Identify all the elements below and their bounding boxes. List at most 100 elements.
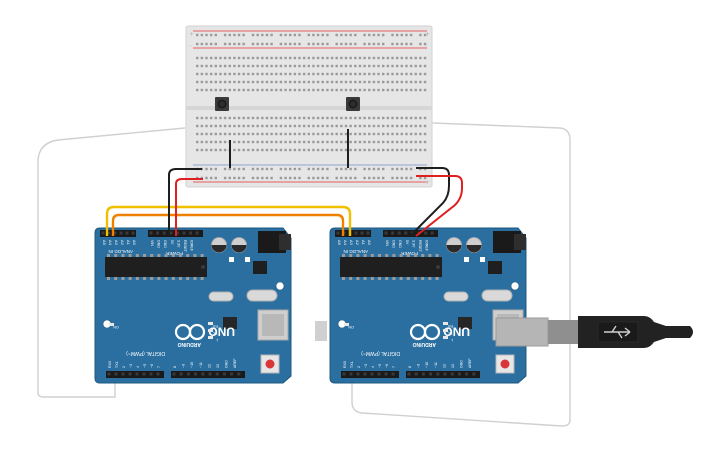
breadboard-hole[interactable] bbox=[335, 88, 338, 92]
rail-hole[interactable] bbox=[409, 176, 413, 180]
breadboard-hole[interactable] bbox=[326, 124, 329, 128]
analog-header[interactable] bbox=[100, 230, 136, 237]
rail-hole[interactable] bbox=[237, 42, 241, 46]
rail-hole[interactable] bbox=[214, 33, 217, 37]
digital-pin[interactable] bbox=[421, 372, 425, 376]
breadboard-hole[interactable] bbox=[196, 140, 199, 144]
breadboard-hole[interactable] bbox=[340, 116, 343, 120]
breadboard-hole[interactable] bbox=[261, 148, 264, 152]
breadboard-hole[interactable] bbox=[302, 72, 306, 76]
breadboard-hole[interactable] bbox=[377, 56, 380, 60]
breadboard-hole[interactable] bbox=[405, 88, 408, 92]
rail-hole[interactable] bbox=[307, 42, 310, 46]
digital-pin[interactable] bbox=[128, 372, 132, 376]
breadboard-hole[interactable] bbox=[414, 140, 417, 144]
breadboard-hole[interactable] bbox=[377, 148, 380, 152]
rail-hole[interactable] bbox=[205, 42, 208, 46]
rail-hole[interactable] bbox=[423, 176, 427, 180]
breadboard-hole[interactable] bbox=[209, 140, 213, 144]
rail-hole[interactable] bbox=[400, 42, 403, 46]
power-pin[interactable] bbox=[162, 231, 166, 235]
breadboard-hole[interactable] bbox=[321, 72, 324, 76]
breadboard-hole[interactable] bbox=[200, 124, 204, 128]
breadboard-hole[interactable] bbox=[400, 116, 403, 120]
breadboard-hole[interactable] bbox=[321, 140, 324, 144]
breadboard-hole[interactable] bbox=[312, 132, 315, 136]
rail-hole[interactable] bbox=[382, 42, 385, 46]
rail-hole[interactable] bbox=[405, 176, 408, 180]
breadboard-hole[interactable] bbox=[265, 148, 269, 152]
breadboard-hole[interactable] bbox=[307, 132, 310, 136]
breadboard-hole[interactable] bbox=[395, 148, 399, 152]
breadboard-hole[interactable] bbox=[298, 88, 301, 92]
digital-pin[interactable] bbox=[457, 372, 461, 376]
breadboard-hole[interactable] bbox=[349, 88, 352, 92]
breadboard-hole[interactable] bbox=[377, 72, 380, 76]
breadboard-hole[interactable] bbox=[298, 116, 301, 120]
breadboard-hole[interactable] bbox=[205, 88, 208, 92]
breadboard-hole[interactable] bbox=[326, 80, 329, 84]
breadboard-hole[interactable] bbox=[419, 124, 422, 128]
rail-hole[interactable] bbox=[261, 167, 264, 171]
breadboard-hole[interactable] bbox=[354, 64, 357, 68]
breadboard-hole[interactable] bbox=[326, 56, 329, 60]
breadboard-hole[interactable] bbox=[358, 88, 362, 92]
digital-pin[interactable] bbox=[107, 372, 111, 376]
breadboard-hole[interactable] bbox=[289, 64, 292, 68]
breadboard-hole[interactable] bbox=[316, 148, 320, 152]
rail-hole[interactable] bbox=[270, 33, 273, 37]
breadboard-hole[interactable] bbox=[409, 72, 413, 76]
breadboard-hole[interactable] bbox=[293, 88, 297, 92]
rail-hole[interactable] bbox=[228, 42, 231, 46]
breadboard-hole[interactable] bbox=[228, 64, 231, 68]
breadboard-hole[interactable] bbox=[233, 116, 236, 120]
breadboard-hole[interactable] bbox=[275, 124, 278, 128]
breadboard-hole[interactable] bbox=[363, 132, 366, 136]
rail-hole[interactable] bbox=[293, 42, 297, 46]
breadboard-hole[interactable] bbox=[289, 116, 292, 120]
breadboard-hole[interactable] bbox=[354, 132, 357, 136]
breadboard-hole[interactable] bbox=[233, 72, 236, 76]
breadboard-hole[interactable] bbox=[358, 72, 362, 76]
breadboard-hole[interactable] bbox=[196, 56, 199, 60]
rail-hole[interactable] bbox=[205, 33, 208, 37]
breadboard-hole[interactable] bbox=[419, 56, 422, 60]
breadboard-hole[interactable] bbox=[368, 124, 371, 128]
breadboard-hole[interactable] bbox=[414, 80, 417, 84]
rail-hole[interactable] bbox=[391, 33, 394, 37]
breadboard-hole[interactable] bbox=[340, 148, 343, 152]
breadboard-hole[interactable] bbox=[349, 148, 352, 152]
rail-hole[interactable] bbox=[377, 176, 380, 180]
rail-hole[interactable] bbox=[256, 176, 259, 180]
breadboard-hole[interactable] bbox=[400, 132, 403, 136]
breadboard-hole[interactable] bbox=[335, 80, 338, 84]
breadboard-hole[interactable] bbox=[363, 88, 366, 92]
breadboard-hole[interactable] bbox=[275, 72, 278, 76]
breadboard-hole[interactable] bbox=[219, 140, 222, 144]
rail-hole[interactable] bbox=[256, 167, 259, 171]
rail-hole[interactable] bbox=[349, 42, 352, 46]
breadboard-hole[interactable] bbox=[409, 148, 413, 152]
breadboard-hole[interactable] bbox=[284, 72, 287, 76]
breadboard-hole[interactable] bbox=[391, 140, 394, 144]
rail-hole[interactable] bbox=[293, 176, 297, 180]
breadboard-hole[interactable] bbox=[256, 88, 259, 92]
rail-hole[interactable] bbox=[265, 33, 269, 37]
breadboard-hole[interactable] bbox=[289, 56, 292, 60]
rail-hole[interactable] bbox=[251, 33, 255, 37]
breadboard-hole[interactable] bbox=[289, 88, 292, 92]
rail-hole[interactable] bbox=[270, 176, 273, 180]
rail-hole[interactable] bbox=[382, 176, 385, 180]
breadboard-hole[interactable] bbox=[298, 148, 301, 152]
breadboard-hole[interactable] bbox=[289, 72, 292, 76]
breadboard-hole[interactable] bbox=[358, 132, 362, 136]
breadboard-hole[interactable] bbox=[363, 140, 366, 144]
breadboard-hole[interactable] bbox=[209, 148, 213, 152]
breadboard-hole[interactable] bbox=[265, 56, 269, 60]
rail-hole[interactable] bbox=[372, 176, 376, 180]
power-pin[interactable] bbox=[430, 231, 434, 235]
rail-hole[interactable] bbox=[372, 42, 376, 46]
rail-hole[interactable] bbox=[400, 176, 403, 180]
breadboard-hole[interactable] bbox=[386, 88, 390, 92]
breadboard-hole[interactable] bbox=[284, 132, 287, 136]
